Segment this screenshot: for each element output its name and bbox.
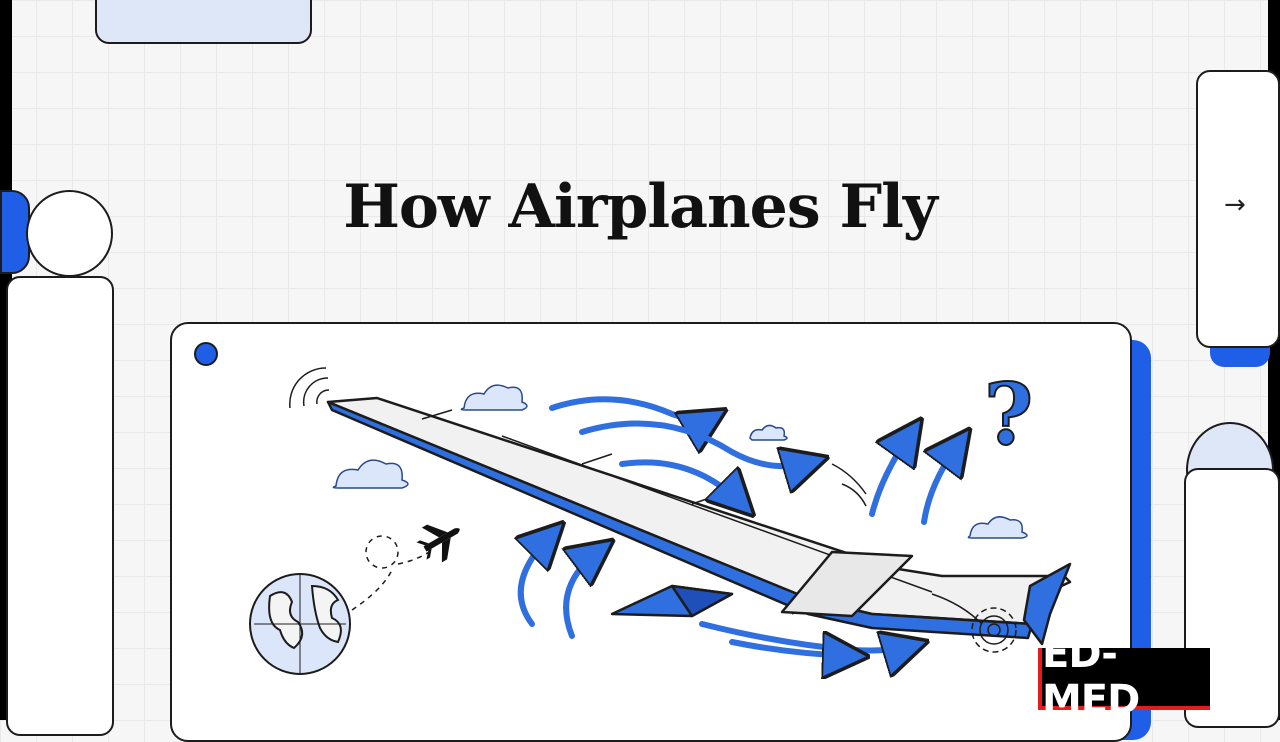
wing-illustration: ? xyxy=(249,364,1072,742)
illustration-card: ? xyxy=(170,322,1132,742)
signal-waves-icon xyxy=(289,367,330,409)
arrow-right-icon[interactable]: → xyxy=(1224,190,1246,220)
airplane-icon xyxy=(416,524,460,563)
cloud-icon xyxy=(332,384,1028,539)
flight-path xyxy=(351,535,433,611)
card-dot xyxy=(194,342,218,366)
left-decor-circle xyxy=(26,190,113,277)
globe-icon xyxy=(249,573,351,675)
question-mark-icon: ? xyxy=(984,365,1033,464)
top-decor-card xyxy=(95,0,312,44)
next-slide-card[interactable] xyxy=(1196,70,1280,348)
slide-title: How Airplanes Fly xyxy=(343,172,938,243)
signal-waves-icon xyxy=(971,607,1017,653)
left-blue-tab xyxy=(0,190,30,274)
left-decor-panel xyxy=(6,276,114,736)
brand-badge: ED-MED xyxy=(1038,631,1210,723)
wind-arrow-icon xyxy=(521,396,960,656)
speed-lines xyxy=(831,463,983,625)
